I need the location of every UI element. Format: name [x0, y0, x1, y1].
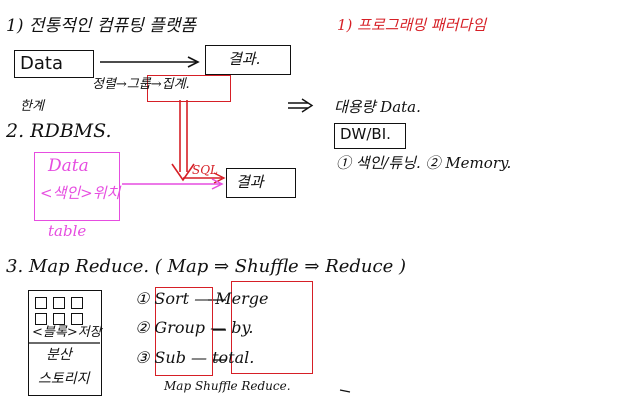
table-caption: table [48, 222, 87, 240]
dwbi-box [334, 123, 406, 149]
rdbms-requirements: ① 색인/튜닝. ② Memory. [336, 154, 512, 172]
storage-label: 스토리지 [38, 371, 90, 387]
heading-mapreduce: 3. Map Reduce. ( Map ⇒ Shuffle ⇒ Reduce … [6, 256, 406, 277]
step-sub-total: ③ Sub — total. [135, 348, 255, 367]
block-square [53, 313, 65, 325]
block-square [71, 297, 83, 309]
phase-footer-labels: Map Shuffle Reduce. [164, 379, 291, 393]
bigdata-label: 대용량 Data. [334, 98, 421, 116]
block-square [35, 297, 47, 309]
heading-traditional-platform: 1) 전통적인 컴퓨팅 플랫폼 [6, 16, 197, 36]
storage-distributed-label: 분산 [46, 347, 72, 363]
dwbi-box-label: DW/BI. [340, 125, 391, 143]
data-box [14, 50, 94, 78]
process-highlight-box [147, 75, 231, 102]
sql-label: SQL [192, 163, 219, 177]
table-box-index-label: <색인>위치 [40, 184, 121, 202]
result-box-label: 결과. [228, 50, 261, 68]
step-sort-merge: ① Sort — Merge [135, 289, 269, 308]
reduce-phase-box [231, 281, 313, 374]
block-square [53, 297, 65, 309]
heading-programming-paradigm: 1) 프로그래밍 패러다임 [337, 16, 487, 34]
process-steps-label: 정렬→그룹→집계. [92, 77, 190, 92]
heading-rdbms: 2. RDBMS. [6, 120, 112, 142]
map-phase-box [155, 287, 213, 376]
block-square [35, 313, 47, 325]
table-box-data-label: Data [48, 156, 89, 176]
result-box-rdbms [226, 168, 296, 198]
storage-block-caption: <블록>저장 [32, 325, 102, 340]
limit-label: 한계 [20, 99, 44, 114]
table-box [34, 152, 120, 221]
result-box [205, 45, 291, 75]
step-group-by: ② Group — by. [135, 318, 254, 337]
result-box-rdbms-label: 결과 [236, 173, 264, 191]
block-square [71, 313, 83, 325]
distributed-storage-box [28, 290, 102, 396]
data-box-label: Data [20, 53, 63, 74]
